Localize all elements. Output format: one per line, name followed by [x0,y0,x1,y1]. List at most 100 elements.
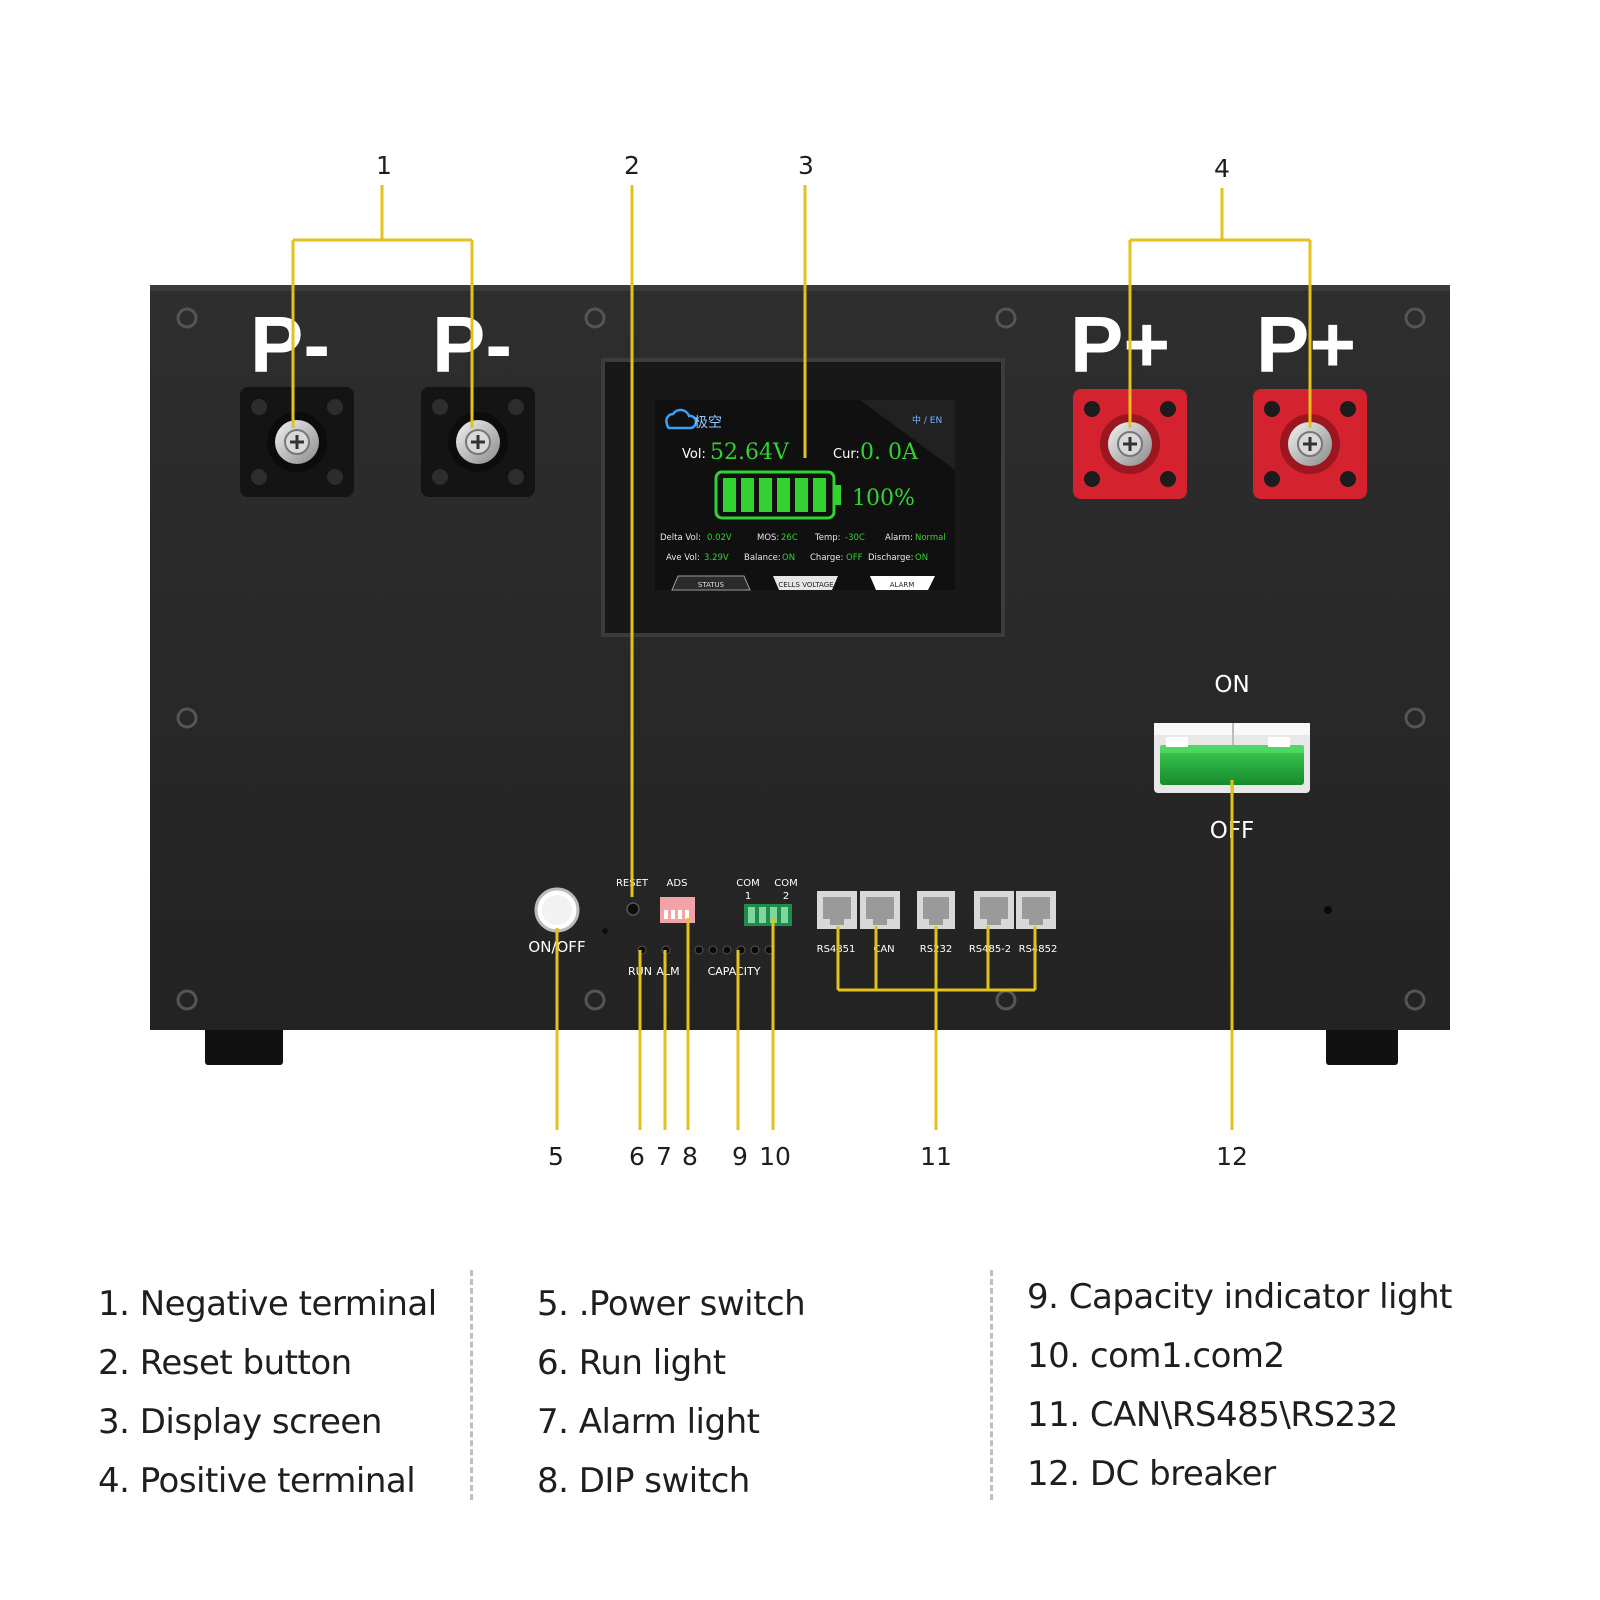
balance-label: Balance: [744,553,781,563]
com1-label-bottom: 1 [745,891,751,902]
rs485-1-port[interactable] [817,891,857,929]
mos-value: 26C [781,533,798,543]
legend-divider-1 [470,1270,473,1500]
rs485-3-port[interactable] [1016,891,1056,929]
delta-vol-value: 0.02V [707,533,732,543]
callout-8: 8 [682,1142,698,1171]
balance-value: ON [782,553,795,563]
screen-tabs: STATUS CELLS VOLTAGE ALARM [671,575,935,591]
charge-value: OFF [846,553,863,563]
positive-terminal-label-1: P+ [1070,300,1170,389]
callout-3: 3 [798,151,814,180]
battery-segment [741,478,754,512]
alm-label: ALM [656,965,679,978]
callout-6: 6 [629,1142,645,1171]
delta-vol-label: Delta Vol: [660,533,701,543]
callout-10: 10 [759,1142,791,1171]
legend-column-3: 9. Capacity indicator light 10. com1.com… [1027,1268,1452,1504]
ave-vol-label: Ave Vol: [666,553,700,563]
legend-column-2: 5. .Power switch 6. Run light 7. Alarm l… [537,1275,806,1511]
callout-5: 5 [548,1142,564,1171]
legend-item-3: 3. Display screen [98,1402,382,1442]
port-label-can: CAN [873,944,894,955]
alarm-label: Alarm: [885,533,913,543]
charge-label: Charge: [810,553,843,563]
legend-item-9: 9. Capacity indicator light [1027,1277,1452,1317]
ads-label: ADS [667,878,688,889]
negative-terminal-1 [240,387,354,497]
current-value: 0. 0A [860,440,919,465]
leader-lines [291,185,1312,1130]
rs232-port[interactable] [917,891,955,929]
legend-item-11: 11. CAN\RS485\RS232 [1027,1395,1398,1435]
screen-brand: 极空 [694,415,722,431]
legend-column-1: 1. Negative terminal 2. Reset button 3. … [98,1275,437,1511]
alarm-value: Normal [915,533,946,543]
capacity-lights [694,945,774,955]
temp-value: -30C [845,533,865,543]
positive-terminal-label-2: P+ [1256,300,1356,389]
negative-terminal-label-1: P- [250,300,330,389]
com1-label-top: COM [736,878,759,889]
callout-12: 12 [1216,1142,1248,1171]
port-label-rs4851: RS4851 [817,944,856,955]
battery-level-icon [714,470,841,520]
callout-1: 1 [376,151,392,180]
capacity-label: CAPACITY [708,965,761,978]
dip-switch[interactable] [660,897,695,923]
com-terminal-block[interactable] [744,904,792,926]
legend-divider-2 [990,1270,993,1500]
can-port[interactable] [860,891,900,929]
mos-label: MOS: [757,533,779,543]
legend-item-1: 1. Negative terminal [98,1284,437,1324]
legend-item-4: 4. Positive terminal [98,1461,416,1501]
battery-segment [759,478,772,512]
voltage-label: Vol: [682,447,706,462]
com2-label-top: COM [774,878,797,889]
port-label-rs485-2: RS485-2 [969,944,1011,955]
legend-item-6: 6. Run light [537,1343,726,1383]
legend-item-10: 10. com1.com2 [1027,1336,1285,1376]
left-foot [205,1025,283,1065]
ave-vol-value: 3.29V [704,553,729,563]
state-of-charge: 100% [852,486,915,511]
voltage-value: 52.64V [710,440,790,465]
screen-status-row-2: Ave Vol: 3.29V Balance: ON Charge: OFF D… [666,553,928,563]
breaker-on-label: ON [1214,672,1249,698]
reset-button[interactable] [626,902,640,916]
battery-segment [813,478,826,512]
current-label: Cur: [833,447,860,462]
screen-language: 中 / EN [912,414,942,426]
tab-cells-voltage[interactable]: CELLS VOLTAGE [778,581,833,589]
dc-breaker[interactable] [1154,723,1310,793]
com2-label-bottom: 2 [783,891,789,902]
callout-11: 11 [920,1142,952,1171]
screen-status-row-1: Delta Vol: 0.02V MOS: 26C Temp: -30C Ala… [660,533,946,543]
callout-2: 2 [624,151,640,180]
legend-item-5: 5. .Power switch [537,1284,806,1324]
port-label-rs4852: RS4852 [1019,944,1058,955]
battery-segment [723,478,736,512]
cloud-icon [665,408,698,430]
rs485-2-port[interactable] [974,891,1014,929]
positive-terminal-2 [1253,389,1367,499]
callout-7: 7 [656,1142,672,1171]
battery-segment [795,478,808,512]
tab-alarm[interactable]: ALARM [890,581,915,589]
legend-item-8: 8. DIP switch [537,1461,750,1501]
temp-label: Temp: [814,533,841,543]
discharge-value: ON [915,553,928,563]
power-button[interactable] [534,887,580,933]
discharge-label: Discharge: [868,553,913,563]
tab-status[interactable]: STATUS [698,581,725,589]
positive-terminal-1 [1073,389,1187,499]
legend-item-2: 2. Reset button [98,1343,352,1383]
legend-item-7: 7. Alarm light [537,1402,760,1442]
battery-segment [777,478,790,512]
callout-9: 9 [732,1142,748,1171]
right-foot [1326,1025,1398,1065]
legend-item-12: 12. DC breaker [1027,1454,1276,1494]
negative-terminal-2 [421,387,535,497]
callout-4: 4 [1214,154,1230,183]
